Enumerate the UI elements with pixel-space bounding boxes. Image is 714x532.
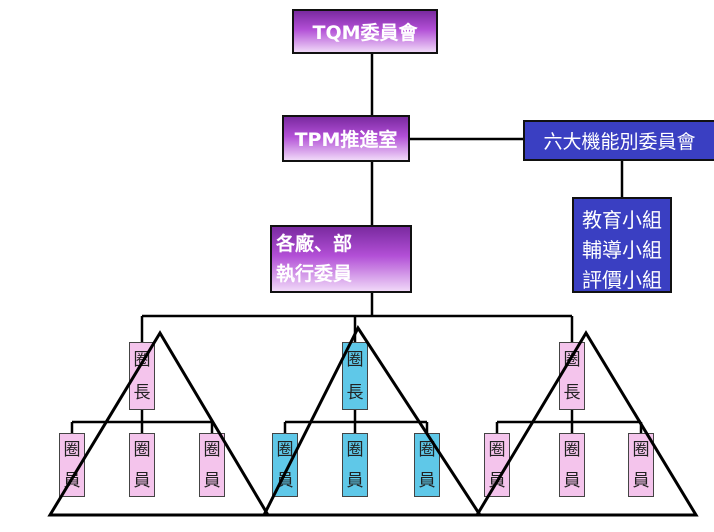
member-char-top: 圈 <box>203 439 221 460</box>
member-char-bottom: 員 <box>418 470 436 491</box>
coaching-group-label: 輔導小組 <box>582 238 662 262</box>
member-char-top: 圈 <box>276 439 294 460</box>
tpm-office-box: TPM推進室 <box>282 115 410 162</box>
evaluation-group-label: 評價小組 <box>582 268 662 292</box>
member-char-top: 圈 <box>63 439 81 460</box>
triangle-group-3 <box>474 330 699 517</box>
factory-label-line2: 執行委員 <box>276 263 353 285</box>
circle-member-box: 圈 員 <box>272 433 298 497</box>
member-char-top: 圈 <box>133 439 151 460</box>
tqm-committee-box: TQM委員會 <box>292 9 438 54</box>
member-char-bottom: 員 <box>632 470 650 491</box>
member-char-bottom: 員 <box>346 470 364 491</box>
education-group-label: 教育小組 <box>582 208 662 232</box>
circle-member-box: 圈 員 <box>628 433 654 497</box>
circle-member-box: 圈 員 <box>414 433 440 497</box>
leader-char-bottom: 長 <box>133 382 151 403</box>
member-char-top: 圈 <box>563 439 581 460</box>
member-char-top: 圈 <box>632 439 650 460</box>
circle-member-box: 圈 員 <box>559 433 585 497</box>
member-char-top: 圈 <box>346 439 364 460</box>
six-function-committee-box: 六大機能別委員會 <box>523 120 714 161</box>
circle-member-box: 圈 員 <box>342 433 368 497</box>
six-function-committee-label: 六大機能別委員會 <box>543 131 696 153</box>
tqm-committee-label: TQM委員會 <box>312 22 418 44</box>
circle-member-box: 圈 員 <box>129 433 155 497</box>
tpm-office-label: TPM推進室 <box>294 129 398 151</box>
factory-executive-box: 各廠、部 執行委員 <box>270 225 412 293</box>
member-char-top: 圈 <box>418 439 436 460</box>
leader-char-top: 圈 <box>346 349 364 370</box>
triangle-group-2 <box>261 324 483 517</box>
member-char-bottom: 員 <box>276 470 294 491</box>
leader-char-bottom: 長 <box>563 382 581 403</box>
factory-label-line1: 各廠、部 <box>276 233 353 255</box>
member-char-bottom: 員 <box>203 470 221 491</box>
leader-char-bottom: 長 <box>346 382 364 403</box>
sub-groups-box: 教育小組 輔導小組 評價小組 <box>572 197 672 293</box>
member-char-bottom: 員 <box>133 470 151 491</box>
member-char-bottom: 員 <box>563 470 581 491</box>
triangle-group-1 <box>47 330 271 517</box>
member-char-top: 圈 <box>488 439 506 460</box>
circle-leader-box: 圈 長 <box>559 342 585 410</box>
circle-member-box: 圈 員 <box>199 433 225 497</box>
